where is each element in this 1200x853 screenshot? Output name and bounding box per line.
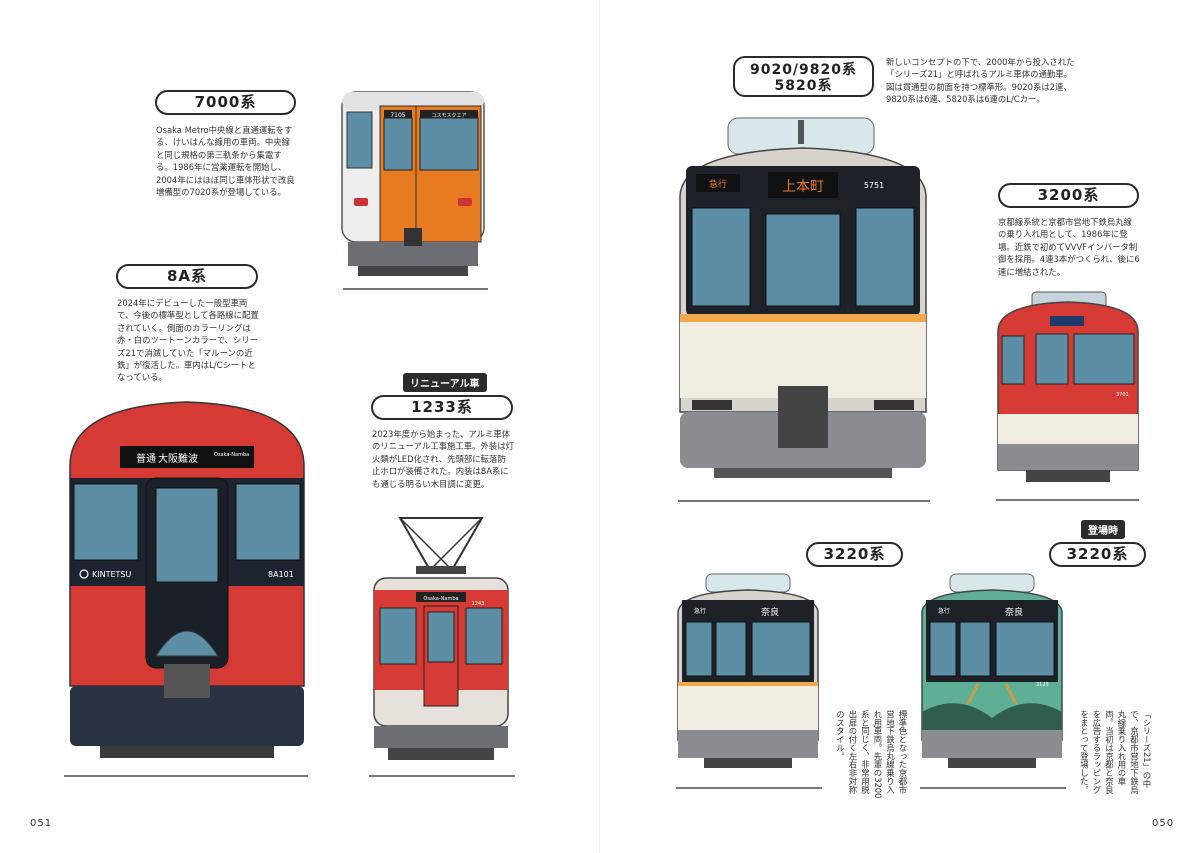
desc-3200: 京都線系統と京都市営地下鉄烏丸線の乗り入れ用として、1986年に登場。近鉄で初め… <box>998 217 1140 277</box>
train-7000-illustration: 7105 コスモスクエア <box>341 91 485 276</box>
car-number-7000: 7105 <box>390 112 405 119</box>
title-8a: 8A系 <box>116 264 258 289</box>
dest-3220: 奈良 <box>761 606 779 618</box>
dest-9020: 上本町 <box>782 179 824 195</box>
title-9020-line2: 5820系 <box>774 78 833 94</box>
brand-8a: KINTETSU <box>92 570 131 579</box>
tag-renewal: リニューアル車 <box>403 373 487 392</box>
title-3200: 3200系 <box>998 183 1139 208</box>
desc-3220: 標準色となった京都市営地下鉄烏丸線乗り入れ用車両。先輩の3200系と同じく、非常… <box>835 710 909 799</box>
train-3220-debut-illustration: 急行 奈良 3123 <box>921 573 1063 768</box>
type-label-3220-debut: 急行 <box>938 607 950 615</box>
title-1233: 1233系 <box>371 395 513 420</box>
train-1233-illustration: Osaka-Namba 1243 <box>373 517 509 760</box>
desc-3220-debut: 「シリーズ21」の中で、京都市営地下鉄烏丸線乗り入れ用の車両。当初は京都と奈良を… <box>1079 710 1153 794</box>
page-number-left: 051 <box>30 818 53 829</box>
desc-8a: 2024年にデビューした一般型車両で、今後の標準型として各路線に配置されていく。… <box>117 298 259 383</box>
car-number-8a: 8A101 <box>268 570 294 579</box>
train-9020-illustration: 急行 上本町 5751 <box>679 117 927 478</box>
page-gutter <box>599 0 600 853</box>
car-number-1233: 1243 <box>472 601 485 607</box>
type-label-9020: 急行 <box>709 178 727 190</box>
desc-7000: Osaka Metro中央線と直通運転をする、けいはんな線用の車両。中央線と同じ… <box>156 125 295 198</box>
desc-9020: 新しいコンセプトの下で、2000年から投入された「シリーズ21」と呼ばれるアルミ… <box>886 57 1075 105</box>
dest-en-8a: Osaka-Namba <box>214 452 249 458</box>
title-9020-line1: 9020/9820系 <box>749 62 858 78</box>
car-number-9020: 5751 <box>864 181 884 190</box>
title-3220-debut: 3220系 <box>1049 542 1146 567</box>
type-label-8a: 普通 <box>136 452 156 465</box>
train-3220-illustration: 急行 奈良 3721 <box>677 573 819 768</box>
dest-3220-debut: 奈良 <box>1005 606 1023 618</box>
dest-en-1233: Osaka-Namba <box>423 596 458 602</box>
car-number-3200: 3701 <box>1116 392 1129 398</box>
tag-debut: 登場時 <box>1081 520 1125 539</box>
type-label-3220: 急行 <box>694 607 706 615</box>
car-number-3220-debut: 3123 <box>1036 682 1049 688</box>
page-number-right: 050 <box>1152 818 1175 829</box>
train-3200-illustration: 3701 <box>997 291 1139 482</box>
desc-1233: 2023年度から始まった、アルミ車体のリニューアル工事施工車。外装は灯火類がLE… <box>372 429 514 489</box>
title-9020: 9020/9820系 5820系 <box>733 56 874 97</box>
title-7000: 7000系 <box>155 90 296 115</box>
dest-8a: 大阪難波 <box>158 452 198 465</box>
title-3220: 3220系 <box>806 542 903 567</box>
train-8a-illustration: 普通 大阪難波 Osaka-Namba KINTETSU 8A101 <box>69 401 305 758</box>
dest-7000: コスモスクエア <box>431 113 466 119</box>
